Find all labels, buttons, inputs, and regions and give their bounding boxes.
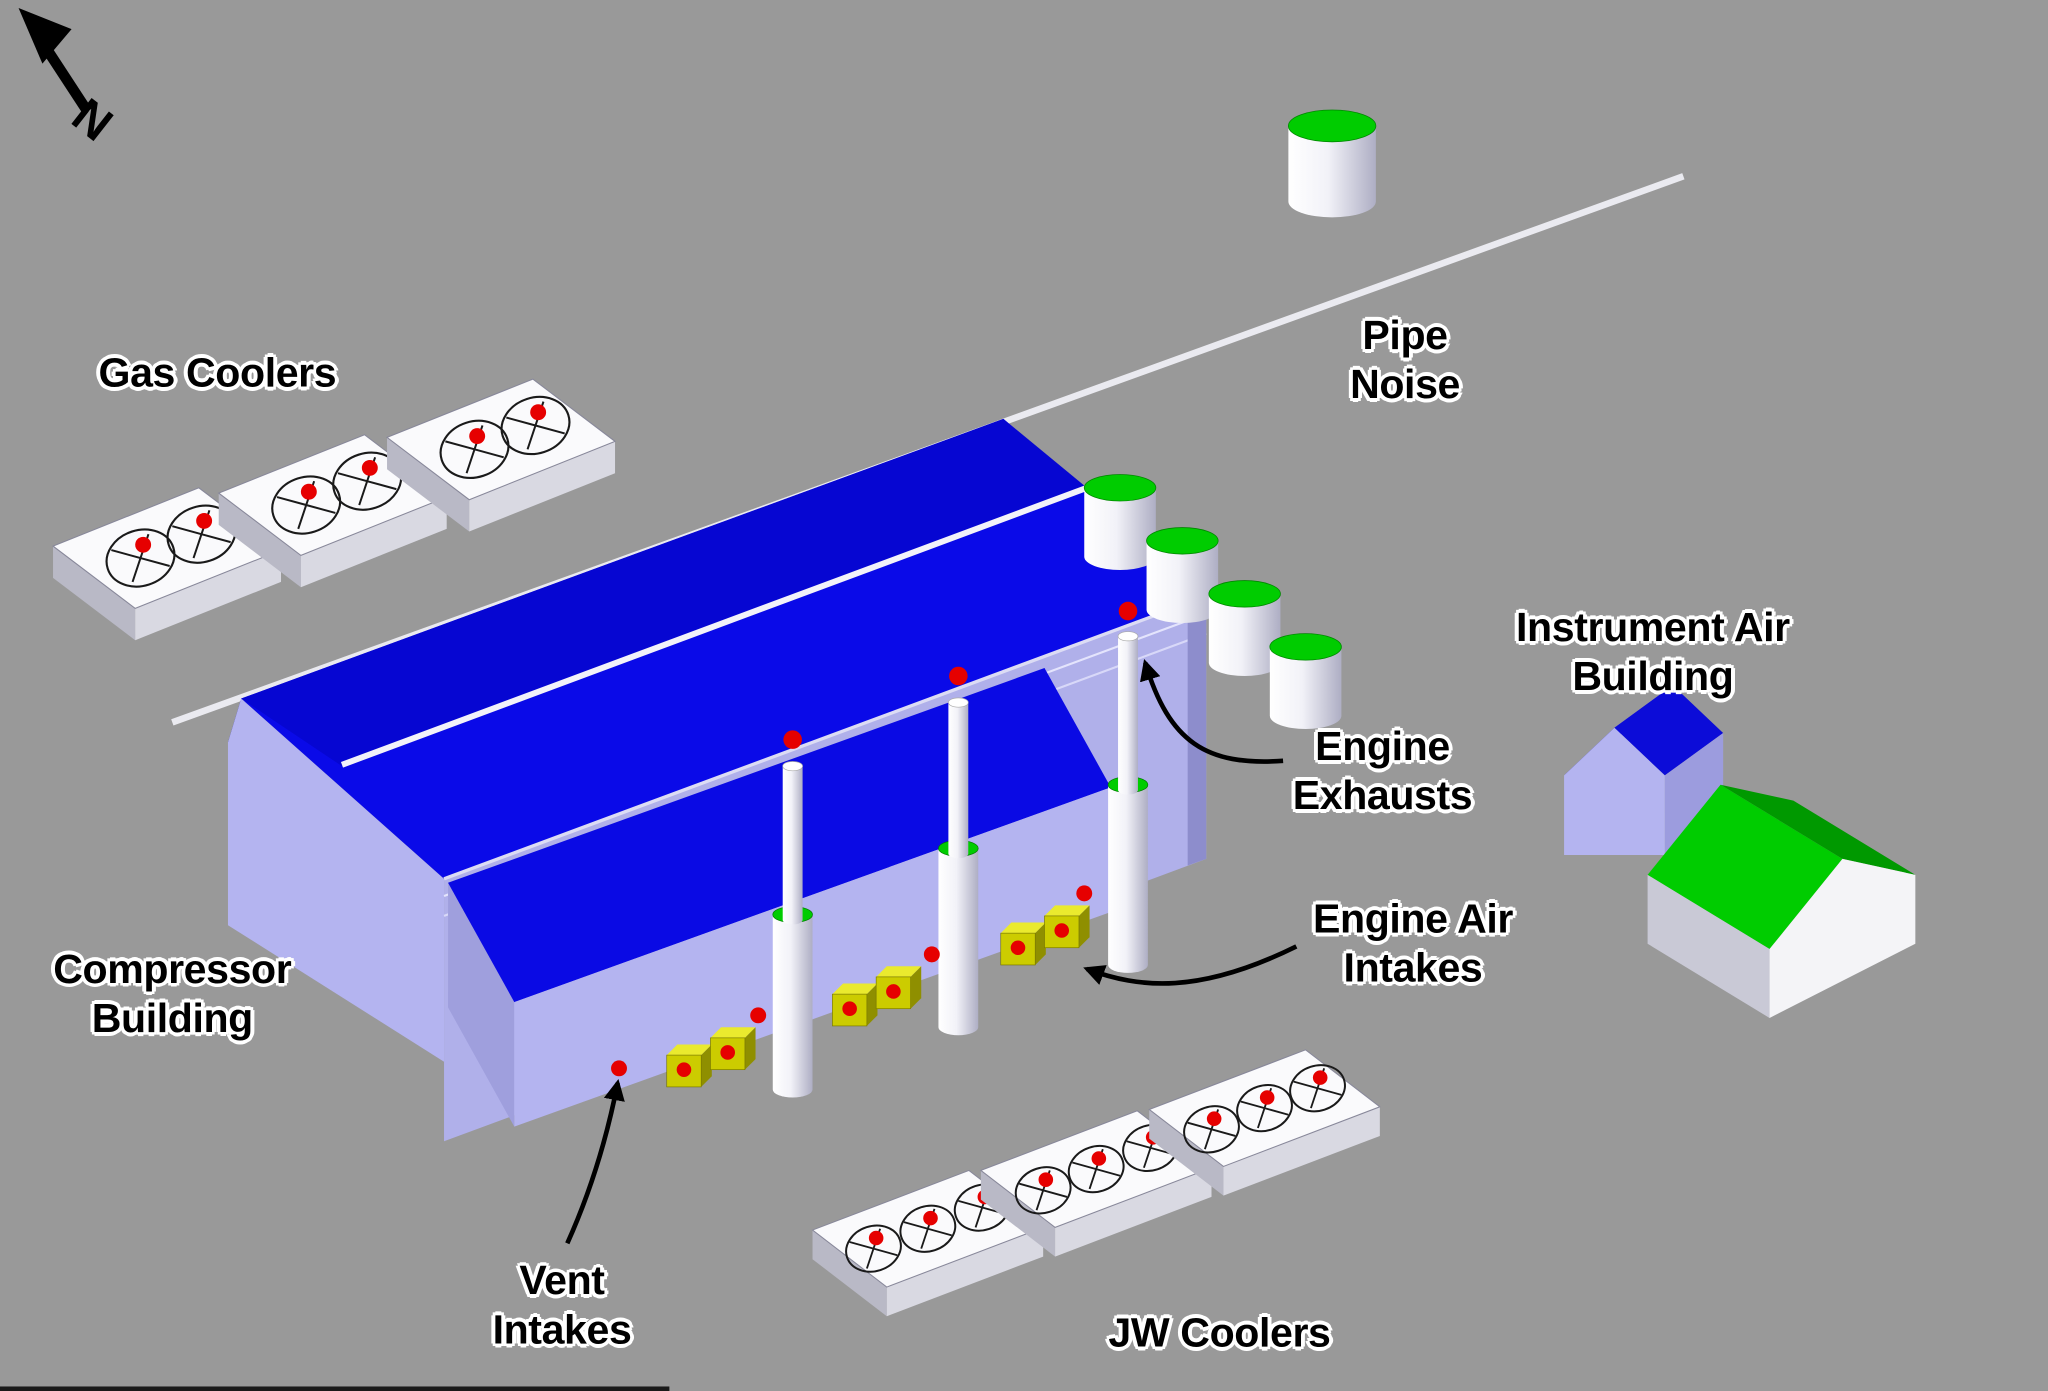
red-marker [1010, 940, 1026, 956]
fan-icon [500, 395, 571, 456]
annex-left-wall [448, 882, 515, 1127]
red-marker [1312, 1070, 1328, 1085]
leader-arrow-engine-exhausts [1140, 658, 1284, 764]
intake-box [710, 1027, 756, 1071]
leader-arrows [565, 658, 1298, 1245]
label-vent-intakes: Vent Intakes [492, 1257, 632, 1353]
exhaust-stack-3 [1107, 601, 1149, 973]
fan-icon [1289, 1064, 1346, 1113]
green-building-roof-far [1720, 784, 1916, 875]
red-marker [300, 483, 317, 500]
bottom-edge-artifact [0, 1386, 670, 1391]
north-letter: N [62, 89, 122, 152]
engine-air-intake-boxes [666, 905, 1090, 1088]
fan-icon [105, 528, 176, 588]
label-jw-coolers: JW Coolers [1108, 1309, 1331, 1356]
red-marker [196, 512, 213, 529]
fan-icon [271, 475, 342, 535]
label-compressor-building: Compressor Building [53, 945, 292, 1041]
annex-roof [448, 668, 1111, 1003]
leader-arrow-engine-air-intakes [1083, 944, 1298, 986]
fan-icon [1183, 1105, 1240, 1154]
intake-box [875, 966, 922, 1010]
blue-building-front [1564, 727, 1665, 855]
fan-icon [1067, 1145, 1125, 1194]
right-edge-shade [1187, 596, 1207, 866]
green-building-left-wall [1647, 874, 1770, 1018]
label-pipe-noise: Pipe Noise [1350, 312, 1460, 407]
blue-building-roof-right [1614, 685, 1724, 776]
cylinder-tank [1208, 580, 1281, 677]
label-gas-coolers: Gas Coolers [98, 349, 337, 396]
red-marker [1091, 1151, 1107, 1166]
gas-cooler-unit-3 [385, 378, 617, 532]
vent-marker [611, 1060, 627, 1077]
vent-marker [1076, 885, 1093, 902]
intake-box [666, 1044, 712, 1088]
intake-box [1000, 922, 1046, 966]
intake-box [832, 983, 878, 1027]
green-building-roof [1647, 784, 1843, 950]
leader-arrow-vent-intakes [565, 1079, 625, 1245]
red-marker [469, 428, 486, 445]
jw-cooler-unit-3 [1148, 1049, 1381, 1196]
red-marker [842, 1001, 857, 1016]
pipe-noise-tank [1287, 109, 1377, 218]
red-marker [886, 984, 901, 999]
vent-marker [750, 1007, 767, 1024]
intake-box [1044, 905, 1090, 949]
red-marker [361, 459, 378, 476]
fan-icon [439, 419, 510, 479]
exhaust-marker [783, 730, 802, 749]
red-marker [135, 536, 152, 553]
exhaust-stack-1 [772, 730, 813, 1098]
exhaust-stack-2 [938, 666, 979, 1036]
main-roof-upper-band [241, 418, 1087, 767]
red-marker [720, 1045, 735, 1060]
red-marker [1259, 1090, 1275, 1105]
fan-icon [899, 1204, 957, 1253]
red-marker [1206, 1111, 1222, 1127]
red-marker [530, 404, 547, 421]
exhaust-marker [949, 666, 968, 686]
fan-icon [845, 1224, 902, 1273]
label-engine-exhausts: Engine Exhausts [1292, 722, 1473, 818]
north-arrow-icon: N [18, 7, 122, 152]
cylinder-tank [1269, 633, 1342, 730]
red-marker [676, 1062, 692, 1077]
label-engine-air-intakes: Engine Air Intakes [1312, 895, 1513, 991]
fan-icon [1014, 1166, 1072, 1215]
red-marker [868, 1230, 884, 1246]
exhaust-marker [1118, 601, 1138, 621]
cylinder-tank [1146, 527, 1219, 623]
red-marker [1054, 923, 1070, 938]
green-building-gable [1769, 858, 1916, 1018]
instrument-air-building [1564, 685, 1916, 1018]
red-marker [1038, 1172, 1054, 1187]
vent-intake-markers [611, 885, 1093, 1077]
red-marker [923, 1210, 938, 1226]
vent-marker [923, 946, 940, 963]
fan-icon [1236, 1084, 1293, 1133]
blue-building-right-wall [1664, 733, 1724, 855]
roof-skylight-stripe [340, 484, 1088, 768]
eaves-highlight [443, 594, 1207, 881]
cylinder-tank [1083, 474, 1157, 570]
label-instrument-air-building: Instrument Air Building [1516, 603, 1790, 699]
left-end-wall [227, 698, 445, 1062]
storage-cylinders [1083, 474, 1342, 730]
